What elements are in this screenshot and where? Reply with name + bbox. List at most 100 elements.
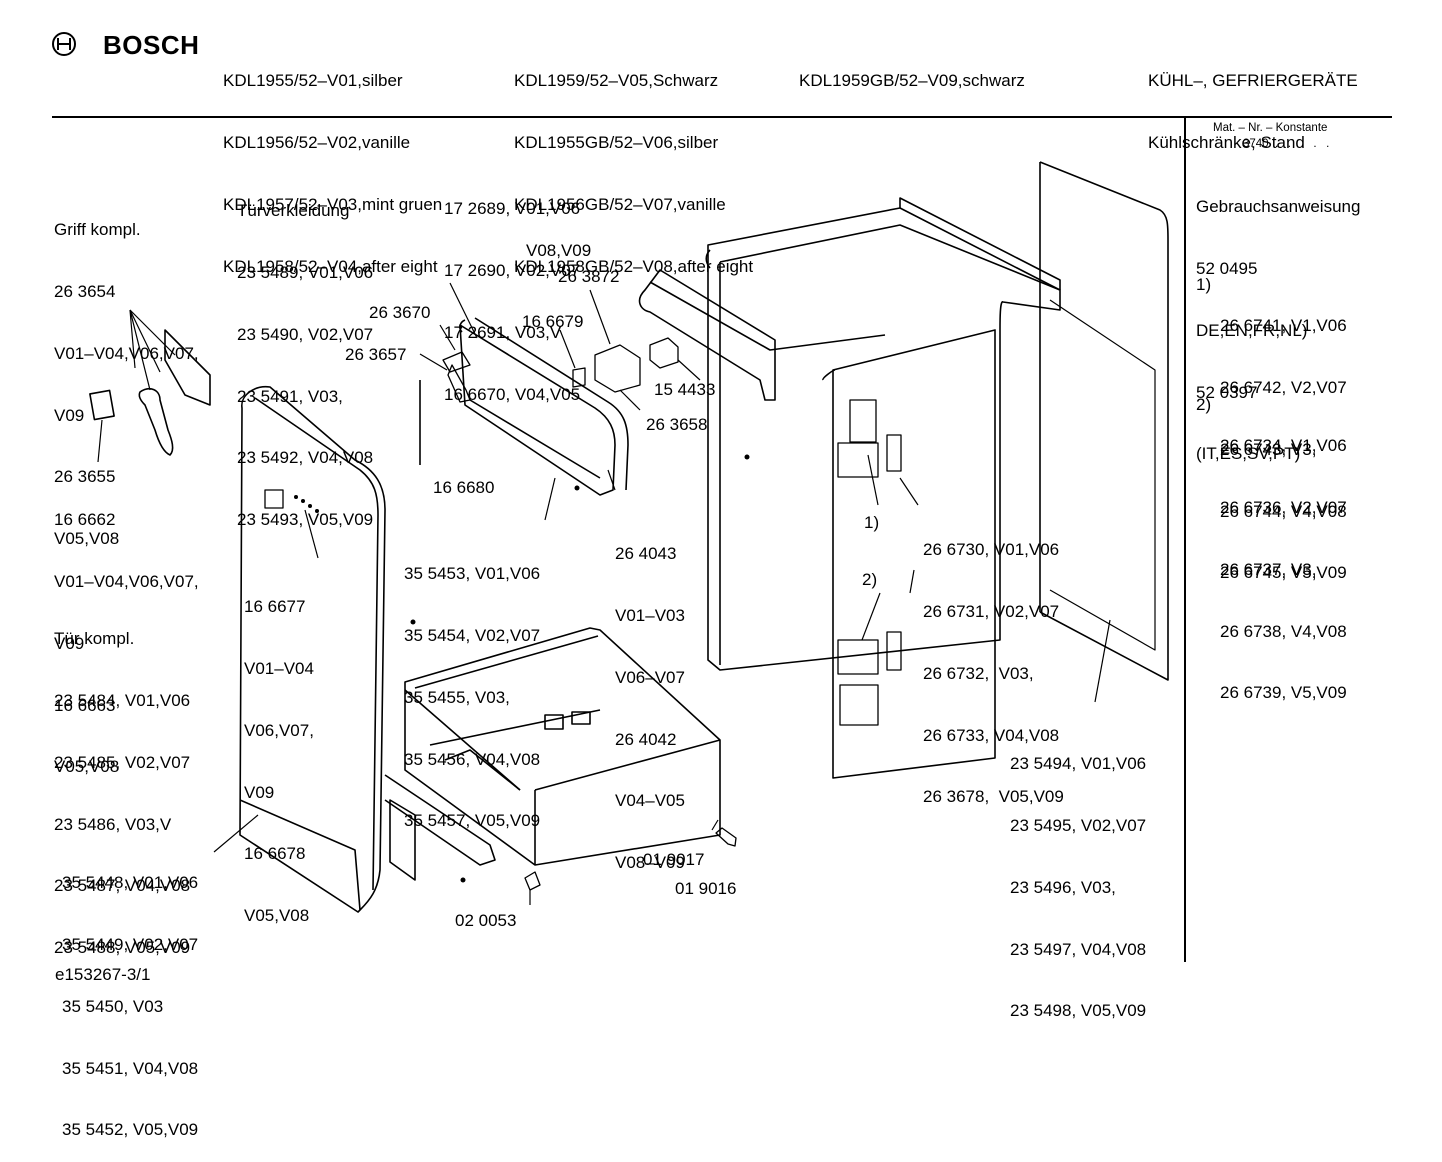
label-line: 26 3654 <box>54 281 116 301</box>
drawer <box>404 627 721 866</box>
label-line: V08–V09 <box>615 853 685 873</box>
group1-marker: 1) <box>1196 275 1212 294</box>
label-line: 23 5488, V05,V09 <box>54 938 191 958</box>
label-line: 16 6677 <box>244 597 306 617</box>
sidebar-line: (IT,ES,SV,PT) <box>1196 444 1301 464</box>
label-line: 26 3678, V05,V09 <box>923 787 1064 807</box>
list-item: 26 6744, V4,V08 <box>1220 501 1347 521</box>
label-line: 23 5486, V03,V <box>54 814 172 834</box>
label-griff: Griff kompl. 26 3654 V01–V04,V06,V07, V0… <box>54 179 199 570</box>
small-parts <box>442 337 737 891</box>
model-line: KDL1956GB/52–V07,vanille <box>514 194 726 214</box>
models-column-2: KDL1959/52–V05,Schwarz KDL1955GB/52–V06,… <box>514 30 753 298</box>
label-line: 35 5449, V02,V07 <box>62 934 199 954</box>
group1-list: 26 6741, V1,V06 26 6742, V2,V07 26 6743,… <box>1220 275 1347 605</box>
hinge-marker-2: 2) <box>862 570 878 589</box>
label-line: 17 2690, V02,V07 <box>444 260 581 280</box>
label-line: 23 5492, V04,V08 <box>237 448 374 468</box>
label-263657: 26 3657 <box>345 345 407 364</box>
label-line: V01–V04 <box>244 658 314 678</box>
label-line: 35 5457, V05,V09 <box>404 811 541 831</box>
label-line: 23 5484, V01,V06 <box>54 690 191 710</box>
label-line: 23 5490, V02,V07 <box>237 324 374 344</box>
model-line: KDL1957/52–V03,mint gruen <box>223 194 443 214</box>
hinges <box>837 399 902 726</box>
label-263670: 26 3670 <box>369 303 431 322</box>
group2-marker: 2) <box>1196 395 1212 414</box>
label-line: 35 5455, V03, <box>404 687 510 707</box>
label-line: V01–V03 <box>615 605 685 625</box>
category: KÜHL–, GEFRIERGERÄTE Kühlschränke, Stand <box>1148 30 1358 174</box>
list-item: 26 6743, V3, <box>1220 439 1317 459</box>
label-line: 35 5451, V04,V08 <box>62 1058 199 1078</box>
label-line: 35 5453, V01,V06 <box>404 564 541 584</box>
label-line: V05,V08 <box>54 757 120 777</box>
handle-assembly <box>89 329 211 456</box>
list-item: 26 6745, V5,V09 <box>1220 563 1347 583</box>
label-263872: 26 3872 <box>558 267 620 286</box>
label-line: V04–V05 <box>615 791 685 811</box>
exploded-diagram <box>52 32 1392 962</box>
label-line: Tür kompl. <box>54 629 135 649</box>
sidebar-line: 52 0397 <box>1196 382 1258 402</box>
label-line: V01–V04,V06,V07, <box>54 571 199 591</box>
rivet-dots <box>294 454 750 883</box>
sidebar-line: DE,EN,FR,NL) <box>1196 320 1308 340</box>
label-line: V05,V08 <box>244 906 310 926</box>
hinge-marker-1: 1) <box>864 513 880 532</box>
label-line: V06,V07, <box>244 720 314 740</box>
label-line: 23 5496, V03, <box>1010 877 1116 897</box>
mat-value: 3740 . . . . . <box>1243 138 1330 150</box>
cabinet-body <box>638 161 1169 779</box>
group2-list: 26 6734, V1,V06 26 6736, V2,V07 26 6737,… <box>1220 395 1347 725</box>
list-item: 26 6738, V4,V08 <box>1220 621 1347 641</box>
label-355453: 35 5453, V01,V06 35 5454, V02,V07 35 545… <box>404 523 540 853</box>
model-line: KDL1958GB/52–V08,after eight <box>514 256 754 276</box>
label-019017: 01 9017 <box>643 850 705 869</box>
label-line: 26 3655 <box>54 467 116 487</box>
label-line: Türverkleidung <box>237 201 350 221</box>
footer-code: e153267-3/1 <box>55 965 151 984</box>
label-line: 23 5494, V01,V06 <box>1010 754 1147 774</box>
sidebar-lines: Gebrauchsanweisung 52 0495 DE,EN,FR,NL) … <box>1196 156 1360 486</box>
door-panel <box>239 385 386 913</box>
sidebar-line: 52 0495 <box>1196 258 1258 278</box>
label-line: V09 <box>54 405 85 425</box>
models-column-3: KDL1959GB/52–V09,schwarz <box>799 30 1025 112</box>
list-item: 26 6737, V3, <box>1220 559 1317 579</box>
label-355448: 35 5448, V01,V06 35 5449, V02,V07 35 545… <box>62 832 198 1162</box>
list-item: 26 6739, V5,V09 <box>1220 683 1347 703</box>
label-line: 26 6733, V04,V08 <box>923 725 1060 745</box>
label-235494: 23 5494, V01,V06 23 5495, V02,V07 23 549… <box>1010 713 1146 1043</box>
label-154433: 15 4433 <box>654 380 716 399</box>
label-line: V09 <box>244 782 275 802</box>
label-top-center-extra: V08,V09 <box>526 241 592 260</box>
label-line: 17 2691, V03,V <box>444 322 562 342</box>
label-263658: 26 3658 <box>646 415 708 434</box>
label-line: 35 5450, V03 <box>62 996 164 1016</box>
model-line: KDL1955GB/52–V06,silber <box>514 132 719 152</box>
label-line: 23 5491, V03, <box>237 386 343 406</box>
label-line: V09 <box>54 633 85 653</box>
model-line: KDL1959/52–V05,Schwarz <box>514 71 719 91</box>
label-166680: 16 6680 <box>433 478 495 497</box>
label-line: 23 5495, V02,V07 <box>1010 815 1147 835</box>
label-line: 23 5487, V04,V08 <box>54 876 191 896</box>
label-line: 35 5448, V01,V06 <box>62 873 199 893</box>
leader-lines <box>97 282 1111 905</box>
label-line: 26 6731, V02,V07 <box>923 601 1060 621</box>
models-column-1: KDL1955/52–V01,silber KDL1956/52–V02,van… <box>223 30 442 298</box>
model-line: KDL1959GB/52–V09,schwarz <box>799 71 1025 91</box>
label-line: 16 6662 <box>54 510 116 530</box>
label-line: 26 4043 <box>615 544 677 564</box>
label-line: 16 6678 <box>244 844 306 864</box>
list-item: 26 6741, V1,V06 <box>1220 316 1347 336</box>
label-line: 23 5489, V01,V06 <box>237 262 374 282</box>
model-line: KDL1958/52–V04,after eight <box>223 256 438 276</box>
label-line: 23 5485, V02,V07 <box>54 752 191 772</box>
label-166679: 16 6679 <box>522 312 584 331</box>
model-line: KDL1955/52–V01,silber <box>223 71 403 91</box>
mat-label: Mat. – Nr. – Konstante <box>1213 122 1328 134</box>
label-266730: 26 6730, V01,V06 26 6731, V02,V07 26 673… <box>923 499 1064 829</box>
slide-rail <box>384 774 496 881</box>
